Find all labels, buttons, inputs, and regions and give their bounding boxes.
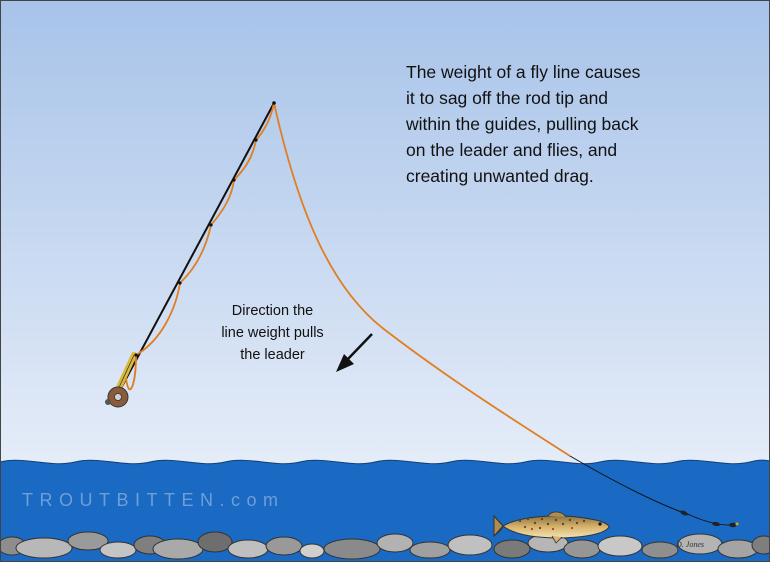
rod-guides <box>134 101 276 357</box>
watermark-text: TROUTBITTEN.com <box>22 490 285 510</box>
riverbed-rocks <box>0 531 770 560</box>
artist-signature: D. Jones <box>676 540 704 549</box>
direction-label: Direction the line weight pulls the lead… <box>221 303 324 363</box>
fly-line-main <box>273 102 571 457</box>
trout <box>493 511 610 544</box>
reel <box>105 386 129 408</box>
nymph-flies <box>680 510 739 528</box>
direction-arrow <box>336 333 373 372</box>
leader-line <box>569 455 691 516</box>
fly-rod <box>111 102 275 406</box>
caption-text: The weight of a fly line causes it to sa… <box>406 62 641 186</box>
